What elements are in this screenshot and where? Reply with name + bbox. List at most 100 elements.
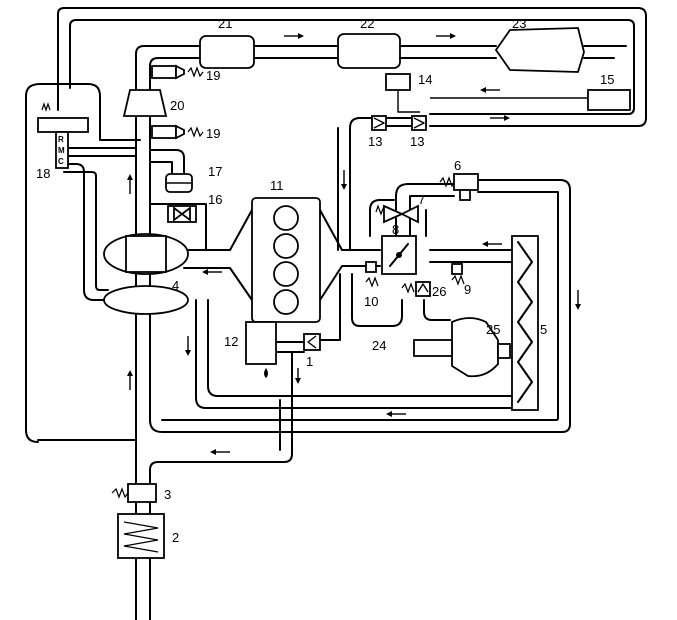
canister-15 bbox=[587, 89, 631, 111]
label-18: 18 bbox=[36, 166, 50, 181]
lower-return-inner-pipe bbox=[161, 191, 559, 421]
outer-loop-pipe bbox=[57, 7, 647, 127]
air-filter-2 bbox=[117, 513, 165, 559]
label-16: 16 bbox=[208, 192, 222, 207]
arrow-down-2 bbox=[575, 290, 581, 310]
exhaust-manifold-pipe-bottom bbox=[183, 267, 253, 301]
oil-pump-12 bbox=[245, 321, 277, 378]
breather-vertical-pipe bbox=[349, 117, 373, 251]
arrow-down-4 bbox=[295, 368, 301, 384]
label-6: 6 bbox=[454, 158, 461, 173]
sensor-19a bbox=[151, 64, 204, 80]
turbo-lower-left-pipe bbox=[63, 163, 109, 301]
arrow-right-1 bbox=[284, 33, 304, 39]
throttle-bypass-inner-pipe bbox=[409, 195, 455, 237]
label-26: 26 bbox=[432, 284, 446, 299]
wastegate-16 bbox=[167, 205, 197, 223]
turbo-lower-left-inner-pipe bbox=[63, 171, 109, 291]
lower-return-pipe bbox=[149, 179, 571, 433]
sensor-14 bbox=[385, 73, 411, 91]
muffler-21 bbox=[199, 35, 255, 69]
label-25: 25 bbox=[486, 322, 500, 337]
bottom-intercooler-pipe bbox=[195, 299, 521, 409]
label-24: 24 bbox=[372, 338, 386, 353]
label-4: 4 bbox=[172, 278, 179, 293]
arrow-up-1 bbox=[127, 174, 133, 194]
left-return-pipe bbox=[25, 83, 141, 431]
arrow-right-3 bbox=[490, 115, 510, 121]
sensor17-pipe-inner bbox=[149, 161, 173, 177]
label-21: 21 bbox=[218, 16, 232, 31]
sensor-6 bbox=[439, 173, 479, 201]
bottom-intercooler-inner-pipe bbox=[207, 299, 521, 397]
pipe-24-loop bbox=[319, 273, 341, 341]
idle-valve-pipe bbox=[369, 199, 395, 237]
arrow-down-3 bbox=[185, 336, 191, 356]
arrow-left-3 bbox=[210, 449, 230, 455]
sensor-19b bbox=[151, 124, 204, 140]
label-5: 5 bbox=[540, 322, 547, 337]
intake-manifold-pipe-top bbox=[319, 209, 381, 251]
label-2: 2 bbox=[172, 530, 179, 545]
label-19a: 19 bbox=[206, 68, 220, 83]
label-23: 23 bbox=[512, 16, 526, 31]
control-valve-18: R M C bbox=[37, 102, 89, 169]
label-17: 17 bbox=[208, 164, 222, 179]
intercooler-5 bbox=[511, 235, 539, 411]
throttle-body-8 bbox=[381, 235, 417, 275]
sensor14-pipe bbox=[397, 86, 420, 113]
label-12: 12 bbox=[224, 334, 238, 349]
label-22: 22 bbox=[360, 16, 374, 31]
label-1: 1 bbox=[306, 354, 313, 369]
label-20: 20 bbox=[170, 98, 184, 113]
muffler-22 bbox=[253, 33, 401, 69]
tailpipe-silencer-23 bbox=[399, 27, 627, 73]
label-13a: 13 bbox=[368, 134, 382, 149]
label-9: 9 bbox=[464, 282, 471, 297]
check-valve-13b bbox=[411, 115, 427, 131]
outer-loop-inner-pipe bbox=[69, 19, 635, 115]
engine-block-11 bbox=[251, 197, 321, 323]
label-14: 14 bbox=[418, 72, 432, 87]
arrow-right-2 bbox=[436, 33, 456, 39]
component-labels: 1 2 3 4 5 6 7 8 9 10 11 12 13 13 14 15 1… bbox=[36, 16, 614, 545]
label-8: 8 bbox=[392, 222, 399, 237]
exhaust-manifold-pipe-top bbox=[183, 209, 253, 251]
main-trunk-left bbox=[135, 45, 201, 620]
label-19b: 19 bbox=[206, 126, 220, 141]
sensor17-pipe bbox=[149, 149, 185, 177]
label-13b: 13 bbox=[410, 134, 424, 149]
label-11: 11 bbox=[270, 178, 284, 193]
throttle-bypass-pipe bbox=[395, 183, 455, 237]
label-7: 7 bbox=[418, 192, 425, 207]
trunk-upper-right bbox=[149, 57, 201, 421]
left-outer-vertical bbox=[25, 429, 39, 443]
arrow-left-1 bbox=[480, 87, 500, 93]
check-valve-13a bbox=[371, 115, 387, 131]
arrow-down-1 bbox=[341, 170, 347, 190]
turbocharger-4 bbox=[103, 233, 189, 315]
brake-booster-25 bbox=[413, 317, 511, 378]
pipe-network bbox=[25, 7, 647, 620]
valve-letter-m: M bbox=[58, 146, 65, 155]
sensor-3 bbox=[111, 483, 157, 503]
arrow-left-5 bbox=[202, 269, 222, 275]
arrow-left-2 bbox=[482, 241, 502, 247]
pipe-26-loop bbox=[423, 299, 451, 321]
sensor-17 bbox=[165, 173, 193, 193]
main-trunk-right bbox=[149, 379, 293, 620]
flow-arrows bbox=[127, 33, 581, 455]
sensor-9 bbox=[451, 263, 465, 286]
label-15: 15 bbox=[600, 72, 614, 87]
sensor-10 bbox=[365, 261, 379, 288]
valve-letter-c: C bbox=[58, 157, 64, 166]
valve-26 bbox=[401, 281, 431, 297]
arrow-left-4 bbox=[386, 411, 406, 417]
bypass-valve-7 bbox=[375, 204, 419, 224]
label-10: 10 bbox=[364, 294, 378, 309]
arrow-up-2 bbox=[127, 370, 133, 390]
check-valve-1 bbox=[303, 333, 321, 351]
label-3: 3 bbox=[164, 487, 171, 502]
valve-letter-r: R bbox=[58, 135, 64, 144]
